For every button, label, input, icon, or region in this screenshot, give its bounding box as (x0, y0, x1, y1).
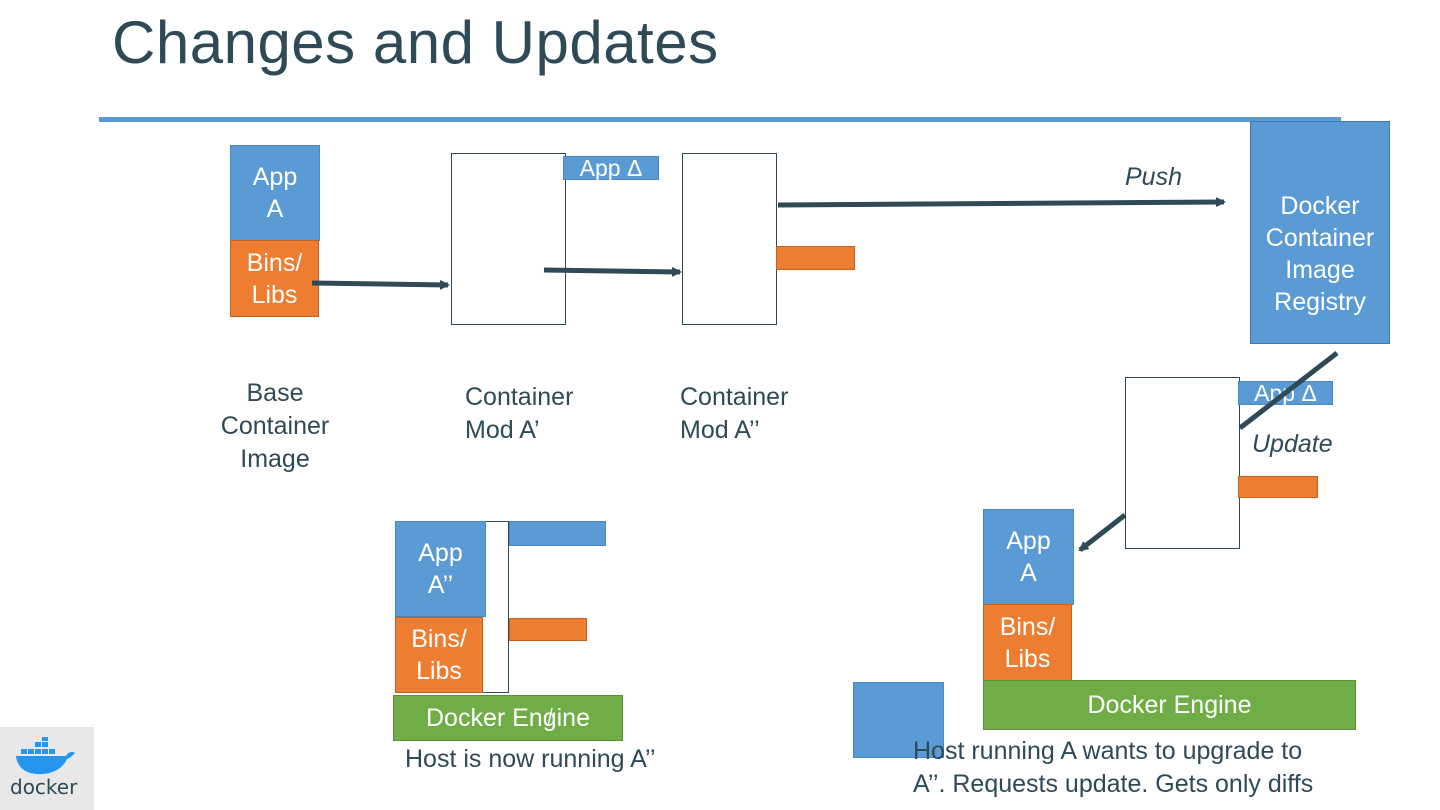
arrow-update-to-host (1078, 513, 1127, 552)
base-app-box: App A (230, 145, 320, 241)
host-left-caption: Host is now running A’’ (405, 745, 656, 773)
docker-whale-icon (16, 737, 75, 775)
update-label: Update (1252, 430, 1333, 458)
push-label: Push (1125, 163, 1182, 191)
update-container (1125, 377, 1240, 549)
host-right-app-box: App A (983, 509, 1074, 605)
engine-stroke-mark (547, 707, 553, 727)
page-title: Changes and Updates (112, 9, 719, 76)
base-libs-box: Bins/ Libs (230, 240, 319, 317)
host-left-libs-delta (509, 618, 587, 641)
host-left-engine: Docker Engine (393, 695, 623, 741)
host-right-engine: Docker Engine (983, 680, 1356, 730)
host-left-libs-box: Bins/ Libs (395, 617, 483, 693)
host-right-libs-box: Bins/ Libs (983, 604, 1072, 681)
arrow-mod1-to-mod2 (543, 266, 682, 277)
host-right-blue-square (853, 682, 944, 758)
host-right-caption: Host running A wants to upgrade to A’’. … (913, 737, 1314, 798)
docker-logo-text: docker (10, 775, 78, 799)
mod-a2-caption: Container Mod A’’ (680, 383, 789, 444)
host-left-app-box: App A’’ (395, 521, 486, 617)
arrow-registry-to-update (1238, 351, 1339, 430)
update-libs-delta (1238, 476, 1318, 498)
registry-box: Docker Container Image Registry (1250, 121, 1390, 344)
base-image-caption: Base Container Image (220, 379, 330, 473)
mod-a1-container (451, 153, 566, 325)
arrow-base-to-mod1 (311, 279, 450, 290)
mod-a1-delta-box: App Δ (563, 156, 659, 180)
title-rule (99, 117, 1341, 122)
host-left-app-delta (509, 521, 606, 546)
docker-logo: docker (0, 727, 94, 810)
arrow-push (777, 197, 1226, 208)
mod-a2-libs-delta (776, 246, 855, 270)
mod-a1-caption: Container Mod A’ (465, 383, 574, 444)
mod-a2-container (682, 153, 777, 325)
